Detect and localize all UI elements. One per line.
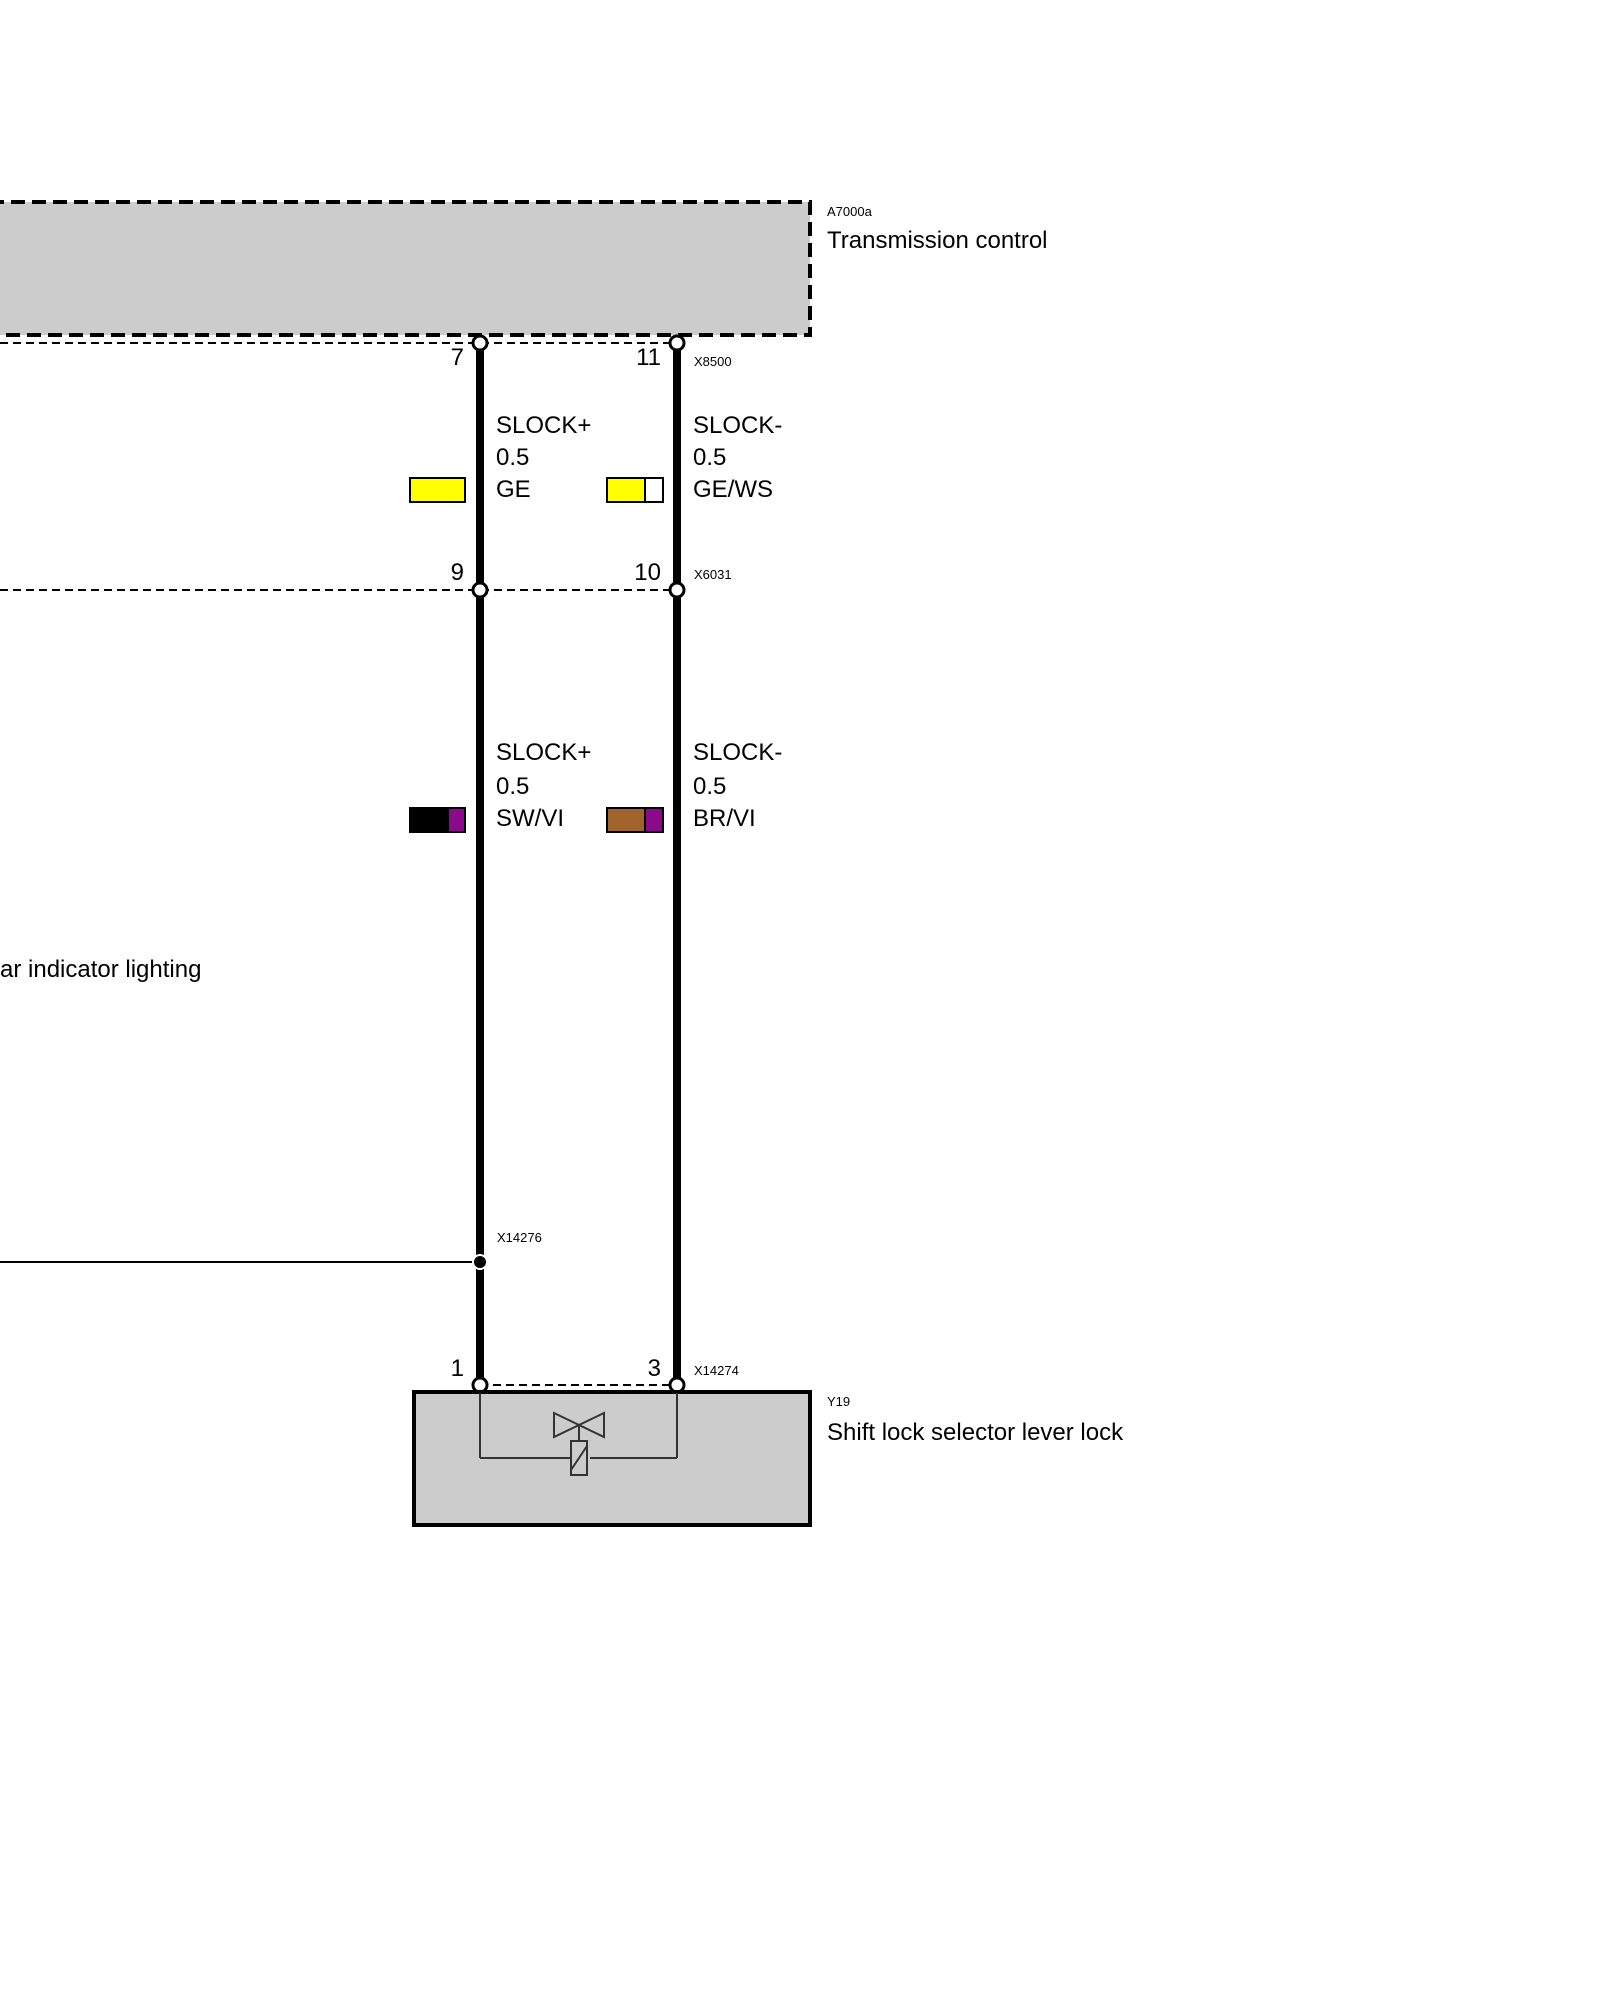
splice-x14276-node (472, 1254, 488, 1270)
wire-lower-right-signal: SLOCK- (693, 739, 782, 766)
pin-11-terminal (668, 334, 686, 352)
wire-upper-right-signal: SLOCK- (693, 412, 782, 439)
shift-lock-id: Y19 (827, 1394, 850, 1409)
transmission-control-label: Transmission control (827, 227, 1048, 254)
pin-3-label: 3 (648, 1355, 661, 1382)
pin-9-label: 9 (451, 559, 464, 586)
wire-color-swatch-sw-vi (409, 807, 466, 833)
wire-lower-left-gauge: 0.5 (496, 773, 529, 800)
connector-x14276-id: X14276 (497, 1230, 542, 1245)
pin-10-terminal (668, 581, 686, 599)
pin-10-label: 10 (634, 559, 661, 586)
wire-upper-left-color: GE (496, 476, 531, 503)
shift-lock-label: Shift lock selector lever lock (827, 1419, 1124, 1446)
solenoid-valve-icon (479, 1393, 678, 1476)
wire-upper-left-gauge: 0.5 (496, 444, 529, 471)
transmission-control-id: A7000a (827, 204, 873, 219)
pin-7-terminal (471, 334, 489, 352)
wire-color-swatch-ge (409, 477, 466, 503)
pin-7-label: 7 (451, 344, 464, 371)
pin-11-label: 11 (636, 344, 661, 371)
wire-upper-right-gauge: 0.5 (693, 444, 726, 471)
pin-3-terminal (668, 1376, 686, 1394)
wire-upper-right-color: GE/WS (693, 476, 773, 503)
pin-1-terminal (471, 1376, 489, 1394)
pin-9-terminal (471, 581, 489, 599)
wire-color-swatch-ge-ws (606, 477, 664, 503)
wire-upper-left-signal: SLOCK+ (496, 412, 591, 439)
transmission-control-box (0, 200, 812, 337)
wire-color-swatch-br-vi (606, 807, 664, 833)
wire-lower-left-signal: SLOCK+ (496, 739, 591, 766)
pin-1-label: 1 (451, 1355, 464, 1382)
wire-lower-right-color: BR/VI (693, 805, 756, 832)
indicator-lighting-label: ar indicator lighting (0, 956, 201, 983)
connector-x6031-id: X6031 (694, 567, 732, 582)
connector-x14274-id: X14274 (694, 1363, 739, 1378)
wire-lower-left-color: SW/VI (496, 805, 564, 832)
wire-lower-right-gauge: 0.5 (693, 773, 726, 800)
connector-x8500-id: X8500 (694, 354, 732, 369)
